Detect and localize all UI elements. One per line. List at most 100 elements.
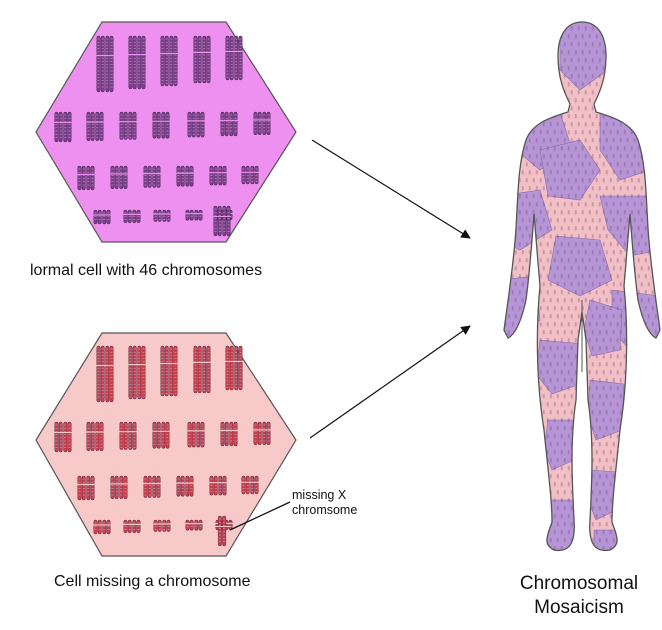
body-texture-mark — [616, 210, 619, 215]
body-texture-mark — [553, 162, 556, 167]
body-texture-mark — [549, 90, 552, 95]
chromatid — [161, 111, 166, 139]
body-texture-mark — [504, 242, 507, 247]
body-texture-mark — [535, 522, 538, 527]
body-texture-mark — [619, 410, 622, 415]
body-texture-mark — [623, 226, 626, 231]
body-texture-mark — [637, 386, 640, 391]
body-texture-mark — [651, 418, 654, 423]
body-texture-mark — [546, 82, 549, 87]
body-texture-mark — [598, 522, 601, 527]
body-texture-mark — [619, 330, 622, 335]
body-texture-mark — [560, 146, 563, 151]
body-texture-mark — [525, 354, 528, 359]
body-texture-mark — [658, 194, 660, 199]
body-texture-mark — [556, 330, 559, 335]
body-texture-mark — [602, 130, 605, 135]
chromatid — [156, 165, 161, 188]
body-texture-mark — [630, 290, 633, 295]
body-texture-mark — [577, 522, 580, 527]
body-texture-mark — [528, 138, 531, 143]
body-texture-mark — [542, 362, 545, 367]
body-texture-mark — [539, 242, 542, 247]
body-texture-mark — [605, 298, 608, 303]
body-texture-mark — [605, 282, 608, 287]
chromosome — [241, 475, 259, 495]
body-texture-mark — [637, 242, 640, 247]
body-texture-mark — [623, 50, 626, 55]
body-texture-mark — [553, 498, 556, 503]
body-texture-mark — [598, 106, 601, 111]
chromosome — [225, 345, 243, 391]
body-texture-mark — [577, 74, 580, 79]
body-texture-mark — [609, 162, 612, 167]
body-texture-mark — [644, 514, 647, 519]
body-texture-mark — [651, 242, 654, 247]
body-texture-mark — [581, 82, 584, 87]
body-texture-mark — [654, 154, 657, 159]
body-texture-mark — [637, 274, 640, 279]
body-texture-mark — [504, 418, 507, 423]
body-texture-mark — [637, 66, 640, 71]
body-texture-mark — [570, 26, 573, 31]
body-texture-mark — [556, 234, 559, 239]
chromosome — [160, 35, 178, 87]
body-texture-mark — [546, 322, 549, 327]
body-texture-mark — [630, 146, 633, 151]
chromatid — [100, 345, 105, 403]
body-texture-mark — [654, 458, 657, 463]
chromatid — [137, 345, 142, 400]
body-texture-mark — [658, 386, 660, 391]
chromatid — [266, 111, 271, 135]
body-texture-mark — [633, 122, 636, 127]
body-texture-mark — [514, 410, 517, 415]
body-texture-mark — [609, 98, 612, 103]
body-texture-mark — [563, 394, 566, 399]
body-texture-mark — [539, 434, 542, 439]
body-texture-mark — [640, 234, 643, 239]
body-texture-mark — [591, 298, 594, 303]
body-texture-mark — [546, 514, 549, 519]
body-texture-mark — [633, 298, 636, 303]
body-texture-mark — [532, 34, 535, 39]
body-texture-mark — [542, 330, 545, 335]
chromatid — [162, 209, 167, 222]
body-texture-mark — [598, 314, 601, 319]
body-texture-mark — [623, 98, 626, 103]
body-texture-mark — [521, 474, 524, 479]
body-texture-mark — [553, 322, 556, 327]
chromosome — [86, 421, 104, 451]
body-texture-mark — [584, 298, 587, 303]
body-texture-mark — [567, 290, 570, 295]
body-texture-mark — [651, 162, 654, 167]
body-texture-mark — [605, 426, 608, 431]
body-texture-mark — [658, 354, 660, 359]
body-texture-mark — [644, 34, 647, 39]
chromosome — [77, 165, 95, 191]
body-texture-mark — [560, 482, 563, 487]
chromatid — [180, 165, 185, 187]
body-texture-mark — [591, 282, 594, 287]
body-texture-mark — [535, 442, 538, 447]
chromatid — [193, 345, 198, 394]
body-texture-mark — [514, 74, 517, 79]
body-texture-mark — [595, 242, 598, 247]
body-texture-mark — [507, 234, 510, 239]
body-texture-mark — [504, 258, 507, 263]
body-texture-mark — [504, 434, 507, 439]
body-texture-mark — [626, 490, 629, 495]
chromatid — [119, 165, 124, 189]
body-texture-mark — [651, 98, 654, 103]
body-texture-mark — [553, 130, 556, 135]
body-texture-mark — [651, 226, 654, 231]
body-texture-mark — [511, 50, 514, 55]
body-texture-mark — [525, 210, 528, 215]
body-texture-mark — [633, 42, 636, 47]
body-texture-mark — [605, 474, 608, 479]
body-texture-mark — [605, 378, 608, 383]
body-texture-mark — [623, 114, 626, 119]
body-texture-mark — [619, 282, 622, 287]
body-texture-mark — [651, 498, 654, 503]
body-texture-mark — [644, 306, 647, 311]
body-texture-mark — [549, 330, 552, 335]
